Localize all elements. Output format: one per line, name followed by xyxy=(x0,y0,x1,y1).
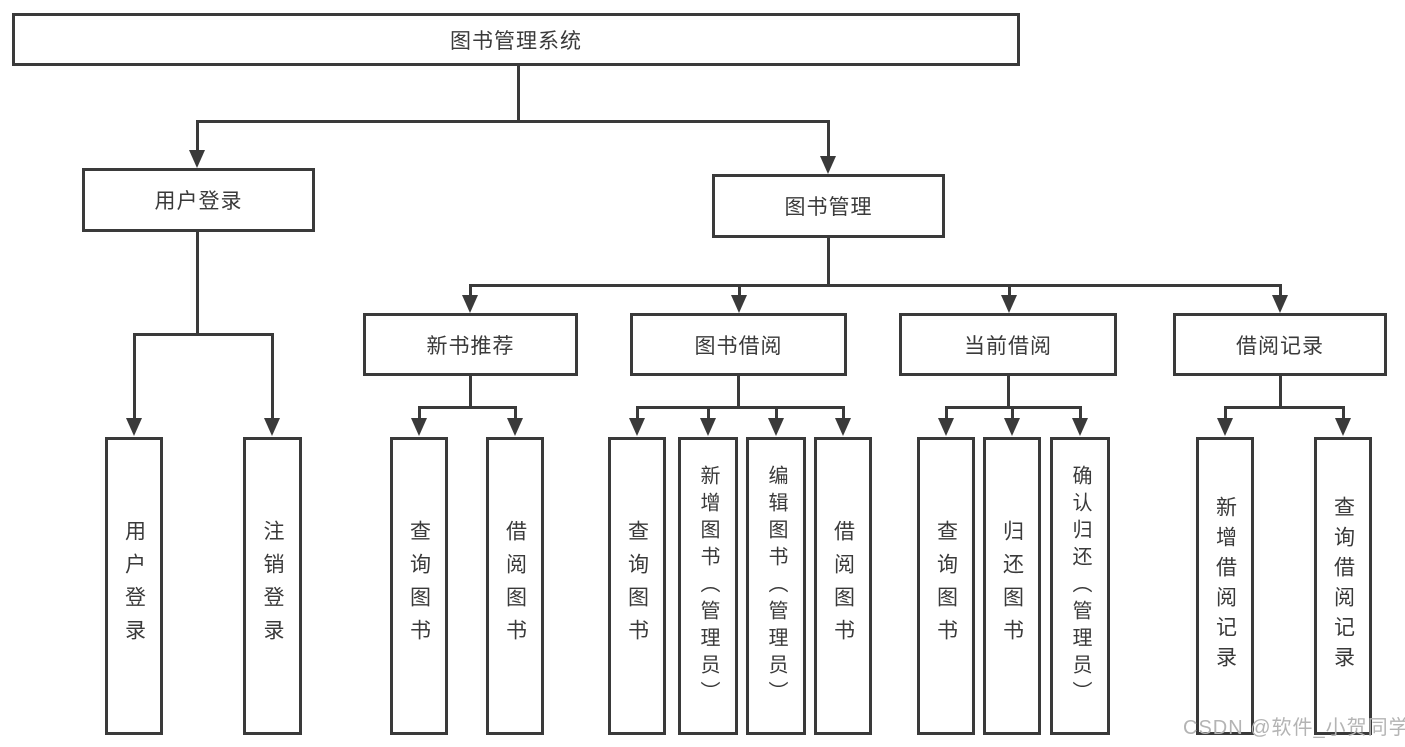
leaf-user-login: 用户登录 xyxy=(105,437,163,735)
arrowhead-down-icon xyxy=(835,418,851,436)
node-root-label: 图书管理系统 xyxy=(450,29,582,53)
connector-vline xyxy=(1224,406,1227,419)
node-user-login-label: 用户登录 xyxy=(154,190,243,213)
connector-vline xyxy=(1011,406,1014,419)
leaf-cb-query-books-label: 查询图书 xyxy=(934,520,958,652)
leaf-nb-query-books: 查询图书 xyxy=(390,437,448,735)
arrowhead-down-icon xyxy=(1335,418,1351,436)
connector-hline xyxy=(133,333,274,336)
arrowhead-down-icon xyxy=(1217,418,1233,436)
leaf-br-query-record: 查询借阅记录 xyxy=(1314,437,1372,735)
connector-vline xyxy=(469,374,472,408)
connector-vline xyxy=(271,333,274,418)
leaf-cb-query-books: 查询图书 xyxy=(917,437,975,735)
leaf-logout: 注销登录 xyxy=(243,437,302,735)
connector-vline xyxy=(196,230,199,335)
leaf-bb-edit-books-admin: 编辑图书（管理员） xyxy=(746,437,806,735)
connector-vline xyxy=(514,406,517,419)
node-book-management-label: 图书管理 xyxy=(784,196,873,219)
connector-vline xyxy=(945,406,948,419)
leaf-bb-add-books-admin: 新增图书（管理员） xyxy=(678,437,738,735)
node-root: 图书管理系统 xyxy=(12,13,1020,66)
leaf-bb-query-books-label: 查询图书 xyxy=(625,520,649,652)
connector-hline xyxy=(418,406,517,409)
connector-vline xyxy=(737,374,740,408)
connector-hline xyxy=(196,120,830,123)
leaf-br-query-record-label: 查询借阅记录 xyxy=(1331,496,1355,676)
node-current-borrowing-label: 当前借阅 xyxy=(964,334,1052,358)
arrowhead-down-icon xyxy=(189,150,205,168)
connector-vline xyxy=(1008,284,1011,296)
connector-vline xyxy=(827,236,830,286)
leaf-nb-borrow-books: 借阅图书 xyxy=(486,437,544,735)
node-current-borrowing: 当前借阅 xyxy=(899,313,1117,376)
arrowhead-down-icon xyxy=(768,418,784,436)
leaf-bb-query-books: 查询图书 xyxy=(608,437,666,735)
arrowhead-down-icon xyxy=(1004,418,1020,436)
connector-vline xyxy=(636,406,639,419)
csdn-watermark: CSDN @软件_小贺同学 xyxy=(1183,717,1405,739)
node-book-borrowing-label: 图书借阅 xyxy=(694,334,783,358)
connector-vline xyxy=(738,284,741,296)
connector-vline xyxy=(707,406,710,419)
arrowhead-down-icon xyxy=(1272,295,1288,313)
arrowhead-down-icon xyxy=(1001,295,1017,313)
node-borrowing-records-label: 借阅记录 xyxy=(1236,334,1324,358)
leaf-bb-borrow-books: 借阅图书 xyxy=(814,437,872,735)
arrowhead-down-icon xyxy=(126,418,142,436)
leaf-nb-borrow-books-label: 借阅图书 xyxy=(503,520,527,652)
arrowhead-down-icon xyxy=(700,418,716,436)
arrowhead-down-icon xyxy=(731,295,747,313)
arrowhead-down-icon xyxy=(507,418,523,436)
node-book-borrowing: 图书借阅 xyxy=(630,313,847,376)
leaf-bb-edit-books-admin-label: 编辑图书（管理员） xyxy=(765,464,787,708)
node-borrowing-records: 借阅记录 xyxy=(1173,313,1387,376)
connector-vline xyxy=(517,64,520,122)
connector-vline xyxy=(1279,374,1282,408)
arrowhead-down-icon xyxy=(938,418,954,436)
connector-vline xyxy=(418,406,421,419)
leaf-cb-confirm-return-admin: 确认归还（管理员） xyxy=(1050,437,1110,735)
connector-vline xyxy=(1007,374,1010,408)
connector-hline xyxy=(469,284,1282,287)
arrowhead-down-icon xyxy=(629,418,645,436)
leaf-nb-query-books-label: 查询图书 xyxy=(407,520,431,652)
connector-vline xyxy=(133,333,136,418)
node-new-book-recommendation-label: 新书推荐 xyxy=(426,334,515,358)
connector-hline xyxy=(1224,406,1344,409)
leaf-cb-return-books-label: 归还图书 xyxy=(1000,520,1024,652)
leaf-bb-add-books-admin-label: 新增图书（管理员） xyxy=(697,464,719,708)
connector-vline xyxy=(775,406,778,419)
leaf-cb-return-books: 归还图书 xyxy=(983,437,1041,735)
arrowhead-down-icon xyxy=(411,418,427,436)
arrowhead-down-icon xyxy=(820,156,836,174)
node-new-book-recommendation: 新书推荐 xyxy=(363,313,578,376)
node-book-management: 图书管理 xyxy=(712,174,945,238)
connector-vline xyxy=(196,120,199,150)
node-user-login: 用户登录 xyxy=(82,168,315,232)
leaf-br-add-record-label: 新增借阅记录 xyxy=(1213,496,1237,676)
connector-vline xyxy=(1279,284,1282,296)
connector-vline xyxy=(1079,406,1082,419)
connector-vline xyxy=(469,284,472,296)
leaf-logout-label: 注销登录 xyxy=(261,520,284,652)
connector-vline xyxy=(842,406,845,419)
arrowhead-down-icon xyxy=(462,295,478,313)
leaf-user-login-label: 用户登录 xyxy=(122,520,146,652)
leaf-cb-confirm-return-admin-label: 确认归还（管理员） xyxy=(1069,464,1091,708)
connector-vline xyxy=(1342,406,1345,419)
arrowhead-down-icon xyxy=(1072,418,1088,436)
arrowhead-down-icon xyxy=(264,418,280,436)
connector-hline xyxy=(636,406,844,409)
connector-vline xyxy=(827,120,830,156)
leaf-bb-borrow-books-label: 借阅图书 xyxy=(831,520,855,652)
leaf-br-add-record: 新增借阅记录 xyxy=(1196,437,1254,735)
